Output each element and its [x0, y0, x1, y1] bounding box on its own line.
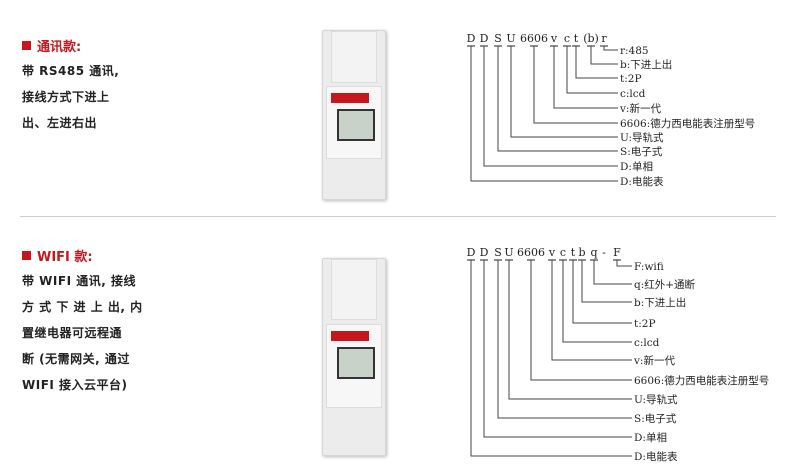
bracket-line — [581, 260, 632, 303]
bracket-line — [553, 46, 618, 109]
desc-line: 断 (无需网关, 通过 — [22, 352, 130, 366]
code-letter: r — [601, 32, 607, 45]
code-letter: U — [504, 246, 513, 259]
code-label: v:新一代 — [633, 354, 675, 367]
code-label: D:电能表 — [620, 175, 664, 188]
bracket-line — [616, 260, 632, 267]
code-label: b:下进上出 — [620, 58, 672, 71]
code-letter: c — [560, 246, 566, 259]
section2-description: 带 WIFI 通讯, 接线 方 式 下 进 上 出, 内 置继电器可远程通 断 … — [22, 268, 143, 398]
code-label: S:电子式 — [620, 145, 663, 158]
code-label: t:2P — [634, 318, 656, 330]
section1-description: 带 RS485 通讯, 接线方式下进上 出、左进右出 — [22, 58, 119, 136]
bracket-line — [530, 260, 632, 381]
bracket-line — [590, 46, 618, 65]
code-letter: 6606 — [520, 32, 548, 45]
code-label: S:电子式 — [634, 412, 677, 425]
section2-title: WIFI 款: — [22, 246, 93, 265]
code-letter: v — [550, 32, 558, 45]
bracket-line — [470, 260, 632, 457]
desc-line: 带 RS485 通讯, — [22, 64, 120, 78]
code-letter: t — [574, 32, 579, 45]
code-label: q:红外+通断 — [634, 278, 696, 291]
code-letter: D — [467, 32, 476, 45]
section1-title: 通讯款: — [22, 36, 81, 55]
bracket-line — [470, 46, 618, 182]
square-bullet-icon — [22, 41, 31, 50]
square-bullet-icon — [22, 251, 31, 260]
code-letter: S — [494, 246, 502, 259]
product-image-wifi-meter — [322, 258, 386, 456]
bracket-line — [575, 46, 618, 79]
bracket-line — [483, 260, 632, 438]
bracket-line — [562, 260, 632, 343]
code-label: b:下进上出 — [634, 296, 686, 309]
code-letter: S — [494, 32, 502, 45]
section-divider — [20, 216, 776, 217]
code-label: t:2P — [620, 73, 642, 85]
section2-title-text: WIFI 款: — [37, 250, 93, 265]
code-label: c:lcd — [634, 337, 660, 349]
code-label: U:导轨式 — [620, 131, 664, 144]
code-letter: c — [564, 32, 570, 45]
code-letter: b — [578, 246, 585, 259]
product-image-rs485-meter — [322, 30, 386, 200]
code-label: D:电能表 — [634, 450, 678, 463]
code-label: D:单相 — [620, 160, 653, 173]
code-letter: D — [467, 246, 476, 259]
code-letter: v — [548, 246, 556, 259]
bracket-line — [533, 46, 618, 124]
desc-line: 置继电器可远程通 — [22, 326, 123, 340]
desc-line: 带 WIFI 通讯, 接线 — [22, 274, 136, 288]
code-label: F:wifi — [634, 261, 664, 273]
bracket-line — [566, 46, 618, 94]
code-label: 6606:德力西电能表注册型号 — [620, 117, 755, 130]
bracket-line — [497, 260, 632, 419]
bracket-line — [572, 260, 632, 324]
code-letter: F — [613, 246, 621, 259]
code-letter: - — [602, 246, 606, 259]
section1-title-text: 通讯款: — [37, 40, 82, 55]
code-letter: D — [480, 32, 489, 45]
code-letter: D — [480, 246, 489, 259]
code-label: c:lcd — [620, 88, 646, 100]
desc-line: 方 式 下 进 上 出, 内 — [22, 300, 143, 314]
code-label: 6606:德力西电能表注册型号 — [634, 374, 769, 387]
code-label: v:新一代 — [619, 102, 661, 115]
bracket-line — [497, 46, 618, 152]
code-label: r:485 — [620, 45, 649, 57]
bracket-line — [508, 260, 632, 400]
code-letter: t — [571, 246, 576, 259]
bracket-line — [551, 260, 632, 361]
code-letter: 6606 — [517, 246, 545, 259]
code-label: D:单相 — [634, 431, 667, 444]
bracket-line — [603, 46, 618, 51]
code-letter: U — [506, 32, 515, 45]
code-letter: q — [590, 246, 597, 259]
bracket-line — [593, 260, 632, 285]
desc-line: 接线方式下进上 — [22, 90, 110, 104]
bracket-line — [483, 46, 618, 167]
desc-line: WIFI 接入云平台) — [22, 378, 128, 392]
bracket-line — [510, 46, 618, 138]
code-letter: (b) — [583, 32, 599, 45]
code-label: U:导轨式 — [634, 393, 678, 406]
desc-line: 出、左进右出 — [22, 116, 98, 130]
